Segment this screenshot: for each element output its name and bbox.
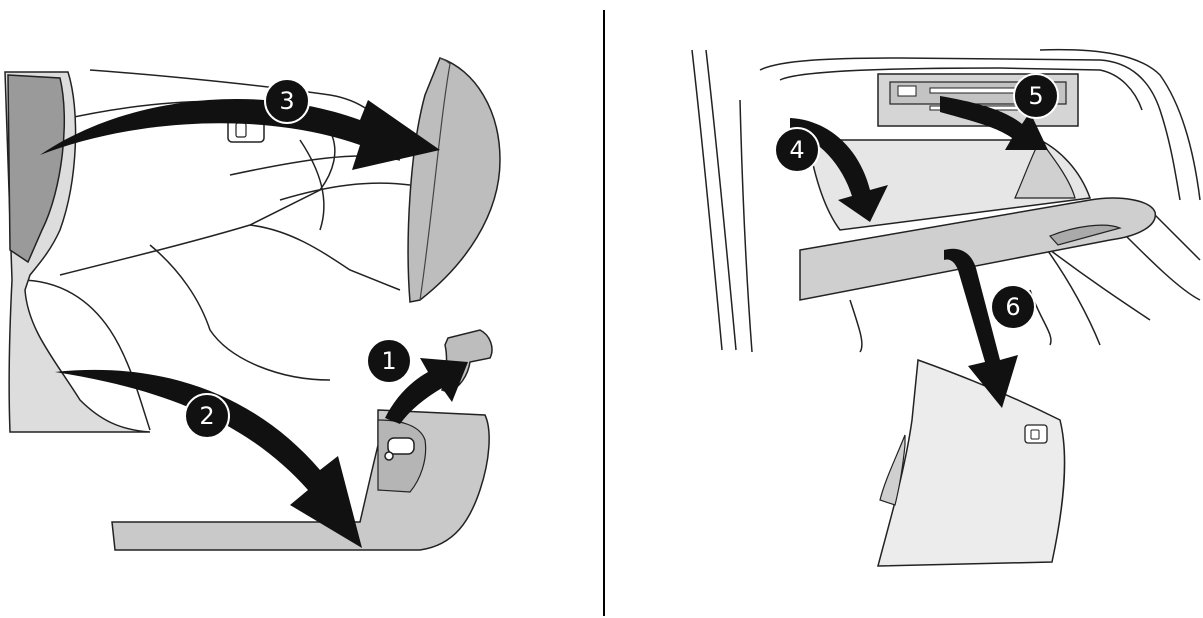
step-badge-6: 6 [991,285,1035,329]
step-number: 6 [1005,293,1020,321]
step-number: 4 [789,136,804,164]
step-number: 3 [279,87,294,115]
step-badge-3: 3 [265,79,309,123]
screw-icon [385,452,393,460]
glovebox-door-latch-icon [1025,425,1047,443]
step-badge-1: 1 [367,339,411,383]
left-panel: 1 2 3 [5,58,500,550]
step-number: 5 [1028,82,1043,110]
step-badge-2: 2 [185,394,229,438]
step-number: 1 [381,347,396,375]
step-badge-5: 5 [1014,74,1058,118]
glovebox-door [878,360,1065,566]
right-panel: 4 5 6 [692,50,1200,566]
glovebox-side-panel [408,58,500,302]
step-number: 2 [199,402,214,430]
step-badge-4: 4 [775,128,819,172]
trim-clip-slot [388,438,414,454]
